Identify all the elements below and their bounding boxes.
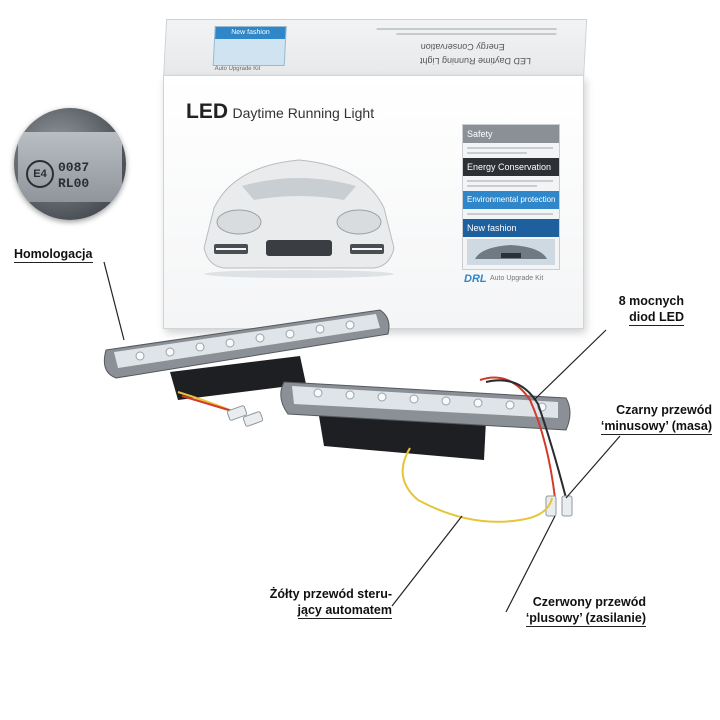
panel-text-line: [467, 213, 553, 215]
panel-energy-label: Energy Conservation: [467, 162, 552, 172]
callout-leds-line-2: diod LED: [608, 309, 684, 326]
lamp-2-connector: [545, 495, 557, 517]
lamp-1-led: [225, 338, 235, 348]
box-title: LED Daytime Running Light: [186, 100, 374, 124]
leader-red-wire: [505, 515, 556, 613]
panel-safety-label: Safety: [467, 129, 493, 139]
lamp-2-connector: [561, 495, 573, 517]
homologation-zoom: E4 0087 RL00: [14, 108, 126, 220]
lamp-2-led: [313, 388, 323, 398]
callout-black-wire: Czarny przewód ‘minusowy’ (masa): [592, 402, 712, 435]
callout-leds: 8 mocnych diod LED: [608, 293, 684, 326]
feature-panel: Safety Energy Conservation Environmental…: [462, 124, 560, 270]
panel-environmental: Environmental protection: [463, 191, 559, 209]
callout-red-wire: Czerwony przewód ‘plusowy’ (zasilanie): [506, 594, 646, 627]
lamp-2-led: [409, 394, 419, 404]
box-title-led: LED: [186, 100, 228, 123]
leader-homologation: [103, 261, 125, 341]
car-illustration: [203, 159, 395, 278]
lamp-1-bracket: [170, 356, 306, 400]
brand-logo: DRL: [464, 273, 487, 285]
lamp-1-connector: [226, 405, 248, 421]
lamp-2-lens: [292, 386, 558, 418]
callout-yellow-wire-line-2-text: jący automatem: [297, 603, 392, 619]
lamp-2-leds: [313, 388, 547, 412]
lamp-2-black-wire: [485, 379, 567, 499]
panel-text-line: [467, 152, 527, 154]
leader-yellow-wire: [391, 515, 463, 607]
lamp-2-led: [345, 390, 355, 400]
lamp-1-led: [195, 342, 205, 352]
panel-text-line: [467, 147, 553, 149]
panel-text-line: [467, 180, 553, 182]
panel-energy: Energy Conservation: [463, 158, 559, 176]
seal-e-mark: E4: [26, 160, 54, 188]
lamp-2-red-wire: [479, 376, 556, 499]
callout-leds-line-2-text: diod LED: [629, 310, 684, 326]
box-tagline: Auto Upgrade Kit: [490, 275, 544, 282]
callout-yellow-wire: Żółty przewód steru- jący automatem: [262, 586, 392, 619]
lamp-1-led: [135, 351, 145, 361]
lamp-2-led: [473, 398, 483, 408]
seal-code-2: RL00: [58, 176, 90, 191]
panel-environmental-label: Environmental protection: [467, 195, 556, 204]
lamp-1-led: [345, 320, 355, 330]
lamp-2-led: [441, 396, 451, 406]
panel-fashion-label: New fashion: [467, 223, 517, 233]
callout-black-wire-line-2: ‘minusowy’ (masa): [592, 418, 712, 435]
lamp-1-led: [315, 324, 325, 334]
lamp-1-led: [255, 333, 265, 343]
panel-safety: Safety: [463, 125, 559, 143]
panel-fashion: New fashion: [463, 219, 559, 237]
yellow-control-wire: [401, 447, 553, 523]
callout-red-wire-line-2-text: ‘plusowy’ (zasilanie): [525, 611, 646, 627]
callout-black-wire-line-2-text: ‘minusowy’ (masa): [600, 419, 712, 435]
leader-lines: [103, 261, 621, 613]
panel-text-line: [467, 185, 537, 187]
leader-leds: [533, 329, 607, 401]
callout-leds-line-1: 8 mocnych: [618, 294, 684, 308]
callout-homologation-text: Homologacja: [14, 247, 93, 263]
box-title-rest: Daytime Running Light: [232, 105, 375, 121]
lamp-1-connector: [242, 411, 264, 427]
callout-homologation: Homologacja: [14, 246, 93, 263]
lamp-1-lens: [114, 314, 380, 368]
lamp-1-led: [165, 347, 175, 357]
callout-yellow-wire-line-1: Żółty przewód steru-: [269, 587, 392, 601]
lamp-1-leds: [135, 320, 355, 361]
seal-code-1: 0087: [58, 160, 90, 175]
callout-red-wire-line-2: ‘plusowy’ (zasilanie): [506, 610, 646, 627]
lamp-1-led: [285, 329, 295, 339]
callout-yellow-wire-line-2: jący automatem: [262, 602, 392, 619]
seal-e-mark-text: E4: [33, 168, 47, 180]
panel-car-photo: [467, 239, 555, 265]
lamp-2-led: [377, 392, 387, 402]
leader-black-wire: [565, 435, 621, 499]
callout-black-wire-line-1: Czarny przewód: [616, 403, 712, 417]
lamp-2-led: [505, 400, 515, 410]
product-box: LED Daytime Running Light Safety Energy …: [163, 75, 584, 329]
callout-red-wire-line-1: Czerwony przewód: [532, 595, 646, 609]
